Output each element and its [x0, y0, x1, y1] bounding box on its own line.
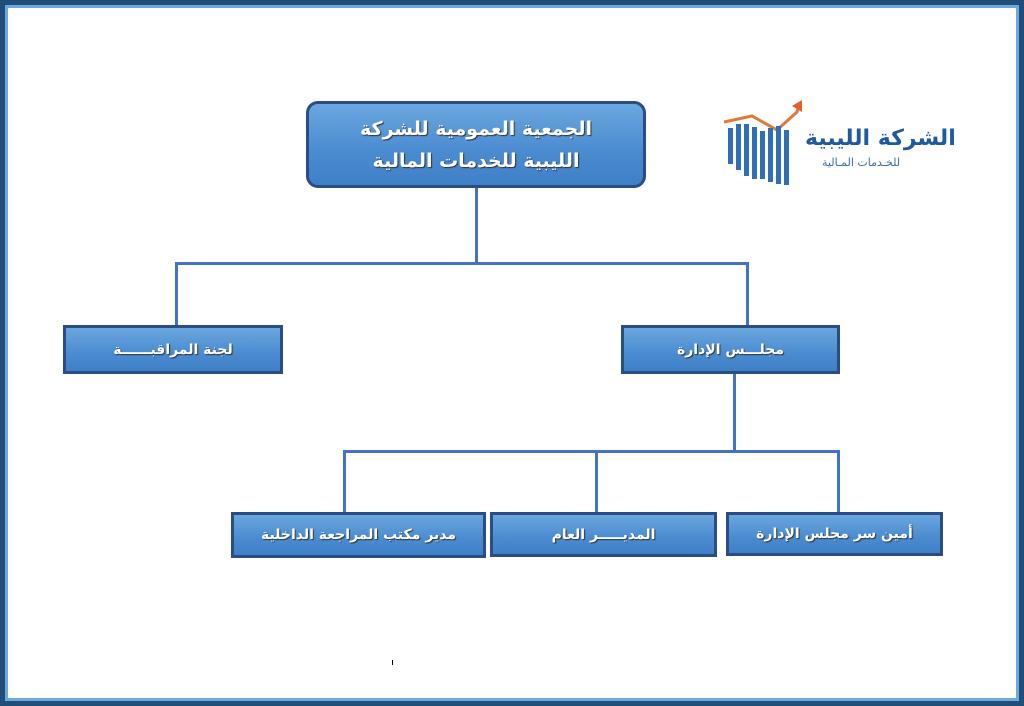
connector [175, 262, 749, 265]
general-assembly-line2: الليبية للخدمات المالية [372, 149, 580, 172]
board-box: مجلـــس الإدارة [621, 325, 840, 374]
general-assembly-line1: الجمعية العمومية للشركة [360, 117, 592, 140]
connector [175, 262, 178, 326]
logo-bars-icon [723, 100, 802, 185]
stray-mark [392, 660, 393, 665]
internal-audit-box: مدير مكتب المراجعة الداخلية [231, 512, 486, 558]
company-logo [722, 100, 962, 185]
connector [595, 450, 598, 513]
general-manager-box: المديـــــر العام [490, 512, 717, 557]
general-assembly-box: الجمعية العمومية للشركة الليبية للخدمات … [306, 101, 646, 188]
connector [343, 450, 346, 513]
connector [837, 450, 840, 513]
logo-tagline: للخـدمات المـالية [822, 156, 901, 169]
connector [746, 262, 749, 326]
audit-committee-box: لجنة المراقبــــــة [63, 325, 283, 374]
connector [343, 450, 840, 453]
logo-name: الشركة الليبية [805, 126, 956, 151]
connector [475, 187, 478, 264]
connector [733, 373, 736, 452]
board-secretary-box: أمين سر مجلس الإدارة [726, 512, 943, 556]
